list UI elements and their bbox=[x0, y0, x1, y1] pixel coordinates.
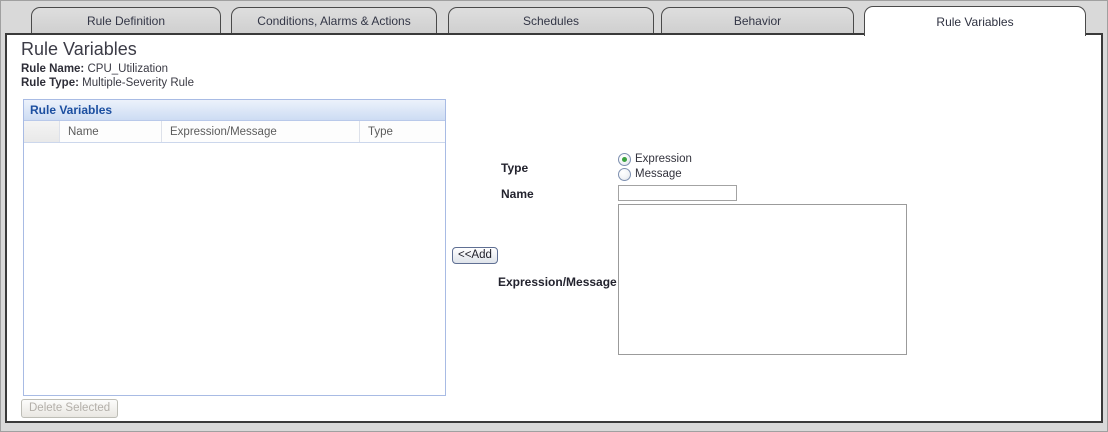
tab-schedules[interactable]: Schedules bbox=[448, 7, 654, 34]
name-label: Name bbox=[501, 187, 534, 201]
expression-message-textarea[interactable] bbox=[618, 204, 907, 355]
tab-label: Rule Variables bbox=[936, 14, 1014, 29]
rule-type-line: Rule Type: Multiple-Severity Rule bbox=[21, 77, 194, 89]
tab-label: Behavior bbox=[733, 14, 782, 28]
radio-option-expression[interactable]: Expression bbox=[618, 152, 692, 166]
tab-rule-definition[interactable]: Rule Definition bbox=[31, 7, 221, 34]
column-header-expression-message[interactable]: Expression/Message bbox=[162, 121, 360, 142]
column-header-select bbox=[24, 121, 60, 142]
tab-label: Conditions, Alarms & Actions bbox=[257, 14, 411, 28]
table-body-empty bbox=[24, 143, 445, 395]
name-input[interactable] bbox=[618, 185, 737, 201]
radio-button-icon[interactable] bbox=[618, 152, 631, 166]
table-header-row: Name Expression/Message Type bbox=[24, 121, 445, 143]
radio-button-icon[interactable] bbox=[618, 167, 631, 181]
rule-name-label: Rule Name: bbox=[21, 63, 85, 75]
rule-name-value: CPU_Utilization bbox=[87, 63, 169, 75]
type-label: Type bbox=[501, 161, 529, 175]
tab-conditions-alarms-actions[interactable]: Conditions, Alarms & Actions bbox=[231, 7, 437, 34]
radio-label[interactable]: Message bbox=[635, 168, 682, 180]
tab-label: Schedules bbox=[522, 14, 580, 28]
table-title: Rule Variables bbox=[24, 100, 445, 121]
radio-label[interactable]: Expression bbox=[635, 153, 692, 165]
column-header-name[interactable]: Name bbox=[60, 121, 162, 142]
add-button[interactable]: <<Add bbox=[452, 247, 498, 264]
rule-type-value: Multiple-Severity Rule bbox=[82, 77, 194, 89]
tab-behavior[interactable]: Behavior bbox=[661, 7, 854, 34]
radio-option-message[interactable]: Message bbox=[618, 167, 682, 181]
radio-selected-dot bbox=[622, 156, 627, 162]
delete-selected-button[interactable]: Delete Selected bbox=[21, 399, 119, 418]
rule-type-label: Rule Type: bbox=[21, 77, 79, 89]
page-title: Rule Variables bbox=[21, 39, 137, 59]
rule-name-line: Rule Name: CPU_Utilization bbox=[21, 63, 168, 75]
tab-rule-variables[interactable]: Rule Variables bbox=[864, 6, 1086, 36]
rule-variables-table: Rule Variables Name Expression/Message T… bbox=[23, 99, 446, 396]
tab-label: Rule Definition bbox=[86, 14, 166, 28]
column-header-type[interactable]: Type bbox=[368, 125, 393, 138]
expression-message-label: Expression/Message bbox=[498, 275, 617, 289]
